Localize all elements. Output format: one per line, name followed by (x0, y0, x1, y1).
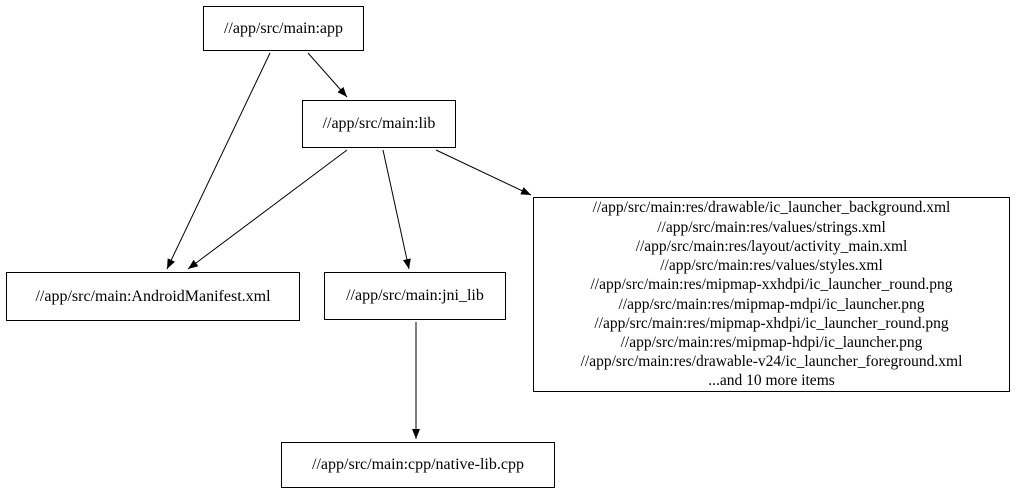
res-file-item: //app/src/main:res/mipmap-xxhdpi/ic_laun… (590, 276, 953, 294)
edge-lib-to-res-fileset (435, 149, 532, 196)
res-file-item: //app/src/main:res/values/styles.xml (660, 257, 883, 275)
res-file-item: //app/src/main:res/layout/activity_main.… (635, 237, 908, 255)
node-native-lib-cpp: //app/src/main:cpp/native-lib.cpp (281, 442, 555, 488)
node-jni-lib: //app/src/main:jni_lib (324, 272, 506, 320)
node-jni-lib-label: //app/src/main:jni_lib (346, 287, 484, 305)
node-native-lib-cpp-label: //app/src/main:cpp/native-lib.cpp (312, 456, 524, 474)
res-file-item: //app/src/main:res/drawable/ic_launcher_… (592, 199, 951, 217)
node-res-fileset: //app/src/main:res/drawable/ic_launcher_… (533, 197, 1010, 392)
res-file-item: //app/src/main:res/values/strings.xml (657, 218, 886, 236)
edge-app-to-manifest (166, 52, 271, 270)
res-more-items-label: ...and 10 more items (708, 372, 835, 390)
res-file-item: //app/src/main:res/mipmap-mdpi/ic_launch… (618, 295, 925, 313)
node-lib-label: //app/src/main:lib (322, 115, 436, 133)
node-android-manifest: //app/src/main:AndroidManifest.xml (6, 272, 300, 321)
res-file-item: //app/src/main:res/mipmap-xhdpi/ic_launc… (594, 314, 949, 332)
edge-lib-to-jni-lib (382, 149, 411, 270)
res-file-item: //app/src/main:res/mipmap-hdpi/ic_launch… (620, 333, 923, 351)
node-lib: //app/src/main:lib (302, 100, 456, 148)
node-app: //app/src/main:app (203, 6, 364, 51)
node-android-manifest-label: //app/src/main:AndroidManifest.xml (35, 287, 271, 305)
edge-lib-to-manifest (187, 149, 348, 270)
node-app-label: //app/src/main:app (223, 19, 344, 37)
edge-app-to-lib (307, 52, 348, 98)
res-file-item: //app/src/main:res/drawable-v24/ic_launc… (580, 353, 963, 371)
